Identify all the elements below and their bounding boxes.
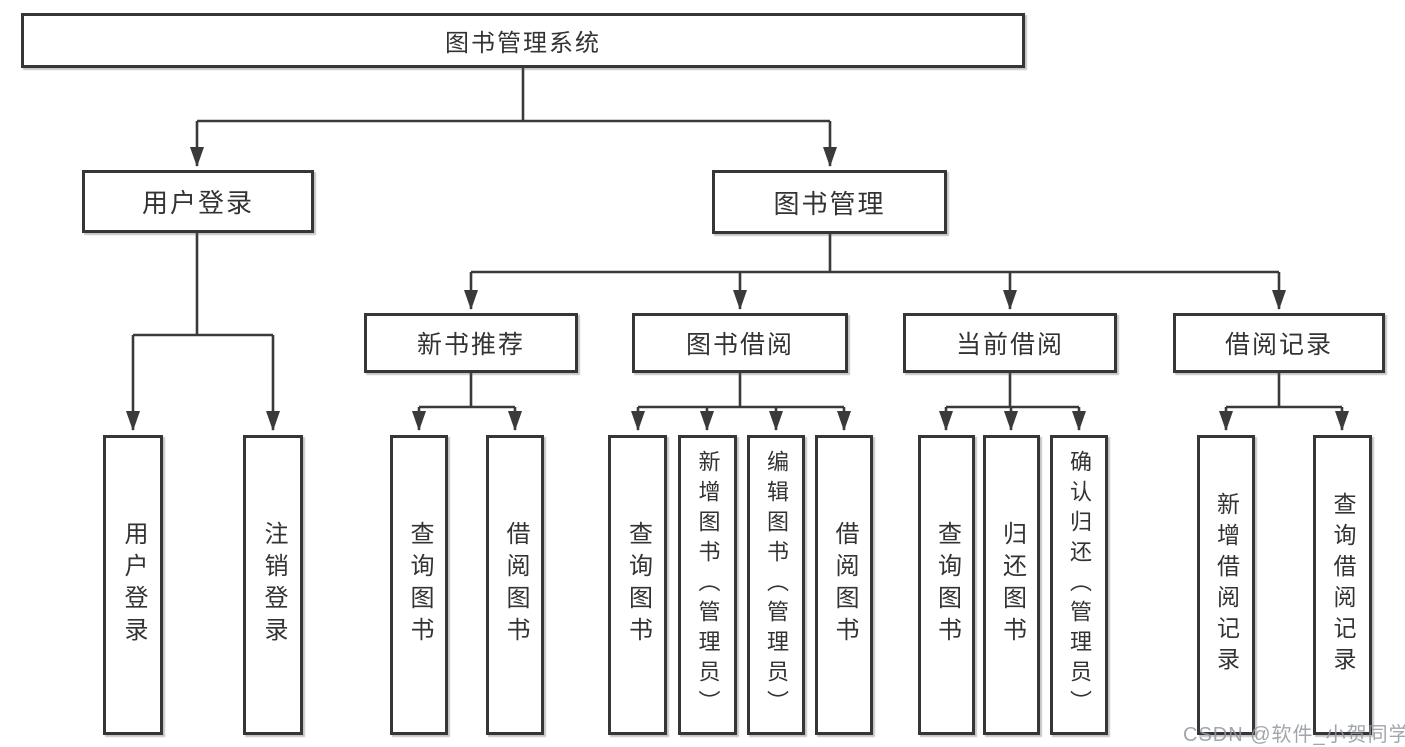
leaf-label: 用户登录 xyxy=(120,521,147,649)
leaf-query-books: 查询图书 xyxy=(608,435,667,735)
leaf-query-borrow-record: 查询借阅记录 xyxy=(1313,435,1372,735)
node-book-management: 图书管理 xyxy=(712,170,947,234)
leaf-borrow-books: 借阅图书 xyxy=(486,435,544,735)
leaf-add-books-admin: 新增图书（管理员） xyxy=(678,435,737,735)
leaf-user-login: 用户登录 xyxy=(103,435,163,735)
leaf-label: 注销登录 xyxy=(260,521,287,649)
leaf-label: 查询借阅记录 xyxy=(1330,492,1356,678)
leaf-edit-books-admin: 编辑图书（管理员） xyxy=(747,435,805,735)
leaf-label: 编辑图书（管理员） xyxy=(764,450,789,720)
leaf-confirm-return-admin: 确认归还（管理员） xyxy=(1050,435,1108,735)
leaf-query-books: 查询图书 xyxy=(390,435,448,735)
node-label: 用户登录 xyxy=(141,188,254,218)
node-label: 当前借阅 xyxy=(955,331,1064,359)
leaf-label: 确认归还（管理员） xyxy=(1067,450,1092,720)
node-label: 新书推荐 xyxy=(416,331,525,359)
leaf-logout: 注销登录 xyxy=(243,435,303,735)
leaf-query-books: 查询图书 xyxy=(918,435,975,735)
node-user-login: 用户登录 xyxy=(82,170,314,233)
leaf-add-borrow-record: 新增借阅记录 xyxy=(1197,435,1255,735)
leaf-label: 查询图书 xyxy=(406,521,433,649)
node-borrow-records: 借阅记录 xyxy=(1173,313,1385,373)
leaf-return-books: 归还图书 xyxy=(983,435,1040,735)
leaf-borrow-books: 借阅图书 xyxy=(815,435,873,735)
node-new-book-recommend: 新书推荐 xyxy=(364,313,578,373)
node-label: 借阅记录 xyxy=(1224,331,1333,359)
node-library-management-system: 图书管理系统 xyxy=(21,13,1025,68)
leaf-label: 借阅图书 xyxy=(831,521,858,649)
leaf-label: 新增图书（管理员） xyxy=(695,450,721,720)
leaf-label: 新增借阅记录 xyxy=(1213,492,1240,678)
leaf-label: 查询图书 xyxy=(933,521,961,649)
leaf-label: 归还图书 xyxy=(998,521,1026,649)
node-label: 图书管理系统 xyxy=(445,30,601,57)
node-current-borrow: 当前借阅 xyxy=(903,313,1117,373)
leaf-label: 借阅图书 xyxy=(502,521,529,649)
node-label: 图书管理 xyxy=(773,188,886,219)
csdn-watermark: CSDN @软件_小贺同学 xyxy=(1183,724,1405,746)
node-label: 图书借阅 xyxy=(685,331,794,359)
leaf-label: 查询图书 xyxy=(624,521,652,649)
node-book-borrow: 图书借阅 xyxy=(632,313,848,373)
